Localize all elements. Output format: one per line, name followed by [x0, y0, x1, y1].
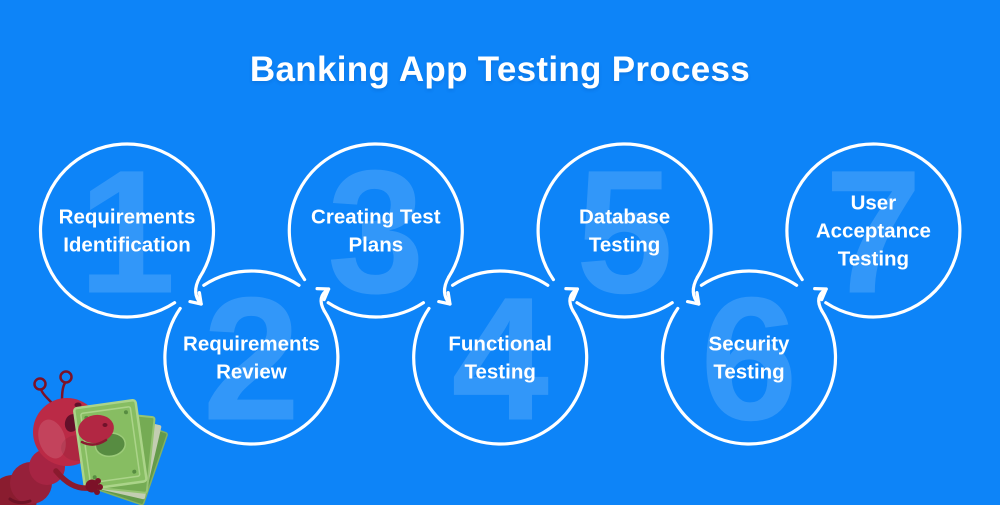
step-circle-outline — [412, 306, 589, 446]
ant-hand — [85, 479, 99, 493]
ant-mascot-illustration — [0, 370, 168, 505]
infographic-title: Banking App Testing Process — [249, 50, 751, 89]
step-circle-outline — [326, 301, 426, 319]
ant-body — [0, 449, 65, 505]
ant-leg — [8, 497, 32, 505]
step-circle-outline — [287, 142, 464, 282]
step-number-watermark: 7 — [824, 135, 922, 331]
flow-arrow — [564, 287, 579, 313]
step-number-watermark: 1 — [78, 135, 176, 331]
step-circle-outline — [450, 269, 550, 287]
step-circle-outline — [575, 301, 674, 319]
step-circle-outline — [202, 269, 301, 287]
step-number-watermark: 4 — [451, 262, 549, 458]
ant-mouth — [80, 438, 108, 446]
step-number-watermark: 3 — [327, 135, 425, 331]
flow-arrow — [685, 275, 701, 306]
step-circle-outline — [536, 142, 713, 282]
step-circle-outline — [785, 142, 962, 319]
ant-muzzle — [78, 414, 114, 446]
step-circle-outline — [163, 306, 340, 446]
flow-arrow — [315, 287, 331, 313]
flow-arrow — [437, 275, 452, 306]
dollar-bill — [73, 398, 148, 491]
step-circle-outline — [699, 269, 799, 287]
flow-arrow — [813, 287, 828, 313]
ant-antennae-icon — [33, 370, 73, 404]
flow-arrow — [188, 275, 203, 306]
ant-arm — [53, 468, 103, 495]
step-circle-outline — [660, 306, 838, 446]
step-circle-outline — [38, 142, 216, 319]
step-number-watermark: 2 — [202, 262, 300, 458]
step-number-watermark: 5 — [576, 135, 674, 331]
step-number-watermark: 6 — [700, 262, 798, 458]
